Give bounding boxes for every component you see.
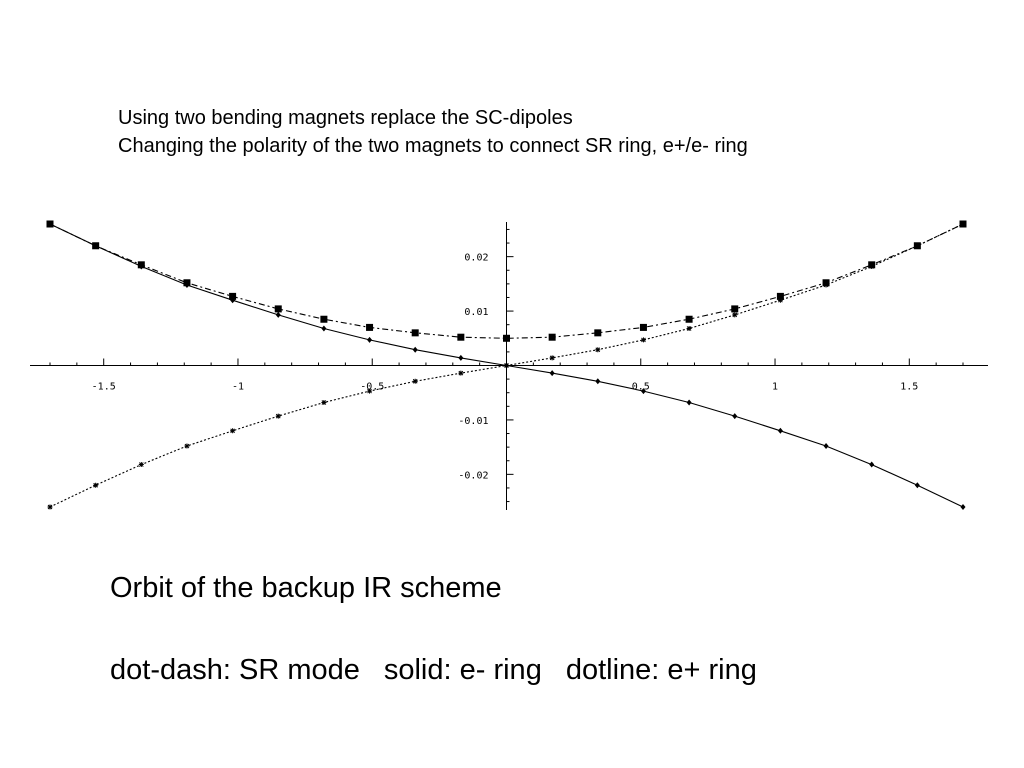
header-line-2: Changing the polarity of the two magnets…	[118, 135, 748, 157]
data-point-star	[412, 378, 418, 384]
data-point-diamond	[412, 346, 418, 353]
data-point-diamond	[823, 443, 829, 450]
data-point-diamond	[914, 482, 920, 489]
y-tick-label: 0.01	[464, 307, 488, 318]
series-dotted	[47, 221, 966, 510]
data-point-diamond	[869, 461, 875, 468]
data-point-diamond	[732, 413, 738, 420]
data-point-star	[93, 482, 99, 488]
legend-solid: solid: e- ring	[383, 654, 542, 686]
data-point-diamond	[367, 336, 373, 343]
caption-title: Orbit of the backup IR scheme	[110, 572, 502, 604]
orbit-chart: -1.5 -1 -0.5 0.5 1 1.5 0.02 0.01 -0.01 -0.02	[30, 220, 988, 510]
data-point-square	[457, 333, 465, 341]
data-point-square	[776, 292, 784, 300]
data-point-diamond	[595, 378, 601, 385]
data-point-square	[320, 315, 328, 323]
data-point-star	[47, 504, 53, 510]
data-point-diamond	[640, 388, 646, 395]
data-point-diamond	[47, 221, 53, 227]
data-point-square	[503, 334, 510, 342]
data-point-star	[458, 370, 464, 376]
y-tick-label: -0.01	[458, 416, 488, 427]
data-point-diamond	[777, 427, 783, 434]
series-solid	[47, 221, 966, 510]
chart-series	[46, 220, 967, 510]
data-point-star	[640, 337, 646, 343]
slide-header: Using two bending magnets replace the SC…	[118, 104, 748, 160]
data-point-square	[685, 315, 693, 323]
data-point-star	[504, 363, 509, 368]
data-point-diamond	[275, 311, 281, 318]
x-tick-label: -1.5	[92, 382, 116, 393]
data-point-diamond	[93, 242, 99, 249]
data-point-diamond	[549, 370, 555, 377]
data-point-star	[367, 388, 373, 394]
data-point-diamond	[960, 504, 966, 510]
data-point-square	[594, 329, 602, 337]
data-point-diamond	[458, 354, 464, 361]
data-point-star	[549, 355, 555, 361]
data-point-square	[366, 323, 374, 331]
data-point-diamond	[686, 399, 692, 406]
data-point-diamond	[138, 263, 144, 270]
data-point-star	[686, 325, 692, 331]
y-tick-label: 0.02	[464, 253, 488, 264]
data-point-star	[960, 221, 966, 227]
series-line-dot-dash	[49, 223, 964, 339]
data-point-square	[411, 329, 419, 337]
data-point-square	[731, 305, 739, 313]
data-point-square	[229, 292, 237, 300]
data-point-square	[274, 305, 282, 313]
data-point-star	[823, 282, 829, 288]
x-tick-label: 1.5	[900, 382, 918, 393]
data-point-star	[321, 400, 327, 406]
data-point-star	[732, 312, 738, 318]
data-point-star	[595, 347, 601, 353]
data-point-star	[138, 462, 144, 468]
header-line-1: Using two bending magnets replace the SC…	[118, 107, 573, 129]
data-point-diamond	[184, 281, 190, 288]
x-tick-label: -1	[232, 382, 244, 393]
data-point-star	[869, 263, 875, 269]
data-point-star	[230, 428, 236, 434]
data-point-star	[184, 443, 190, 449]
legend-dotline: dotline: e+ ring	[565, 654, 757, 686]
caption-legend: dot-dash: SR mode solid: e- ring dotline: …	[110, 652, 781, 688]
data-point-square	[639, 323, 647, 331]
data-point-star	[777, 297, 783, 303]
data-point-diamond	[321, 325, 327, 332]
x-tick-label: -0.5	[360, 382, 384, 393]
data-point-star	[914, 243, 920, 249]
legend-dotdash: dot-dash: SR mode	[110, 654, 360, 686]
data-point-square	[548, 333, 556, 341]
x-tick-label: 1	[772, 382, 778, 393]
y-tick-label: -0.02	[458, 470, 488, 481]
data-point-diamond	[230, 297, 236, 304]
slide-caption: Orbit of the backup IR scheme dot-dash: …	[110, 570, 781, 688]
data-point-star	[275, 413, 281, 419]
x-tick-label: 0.5	[632, 382, 650, 393]
